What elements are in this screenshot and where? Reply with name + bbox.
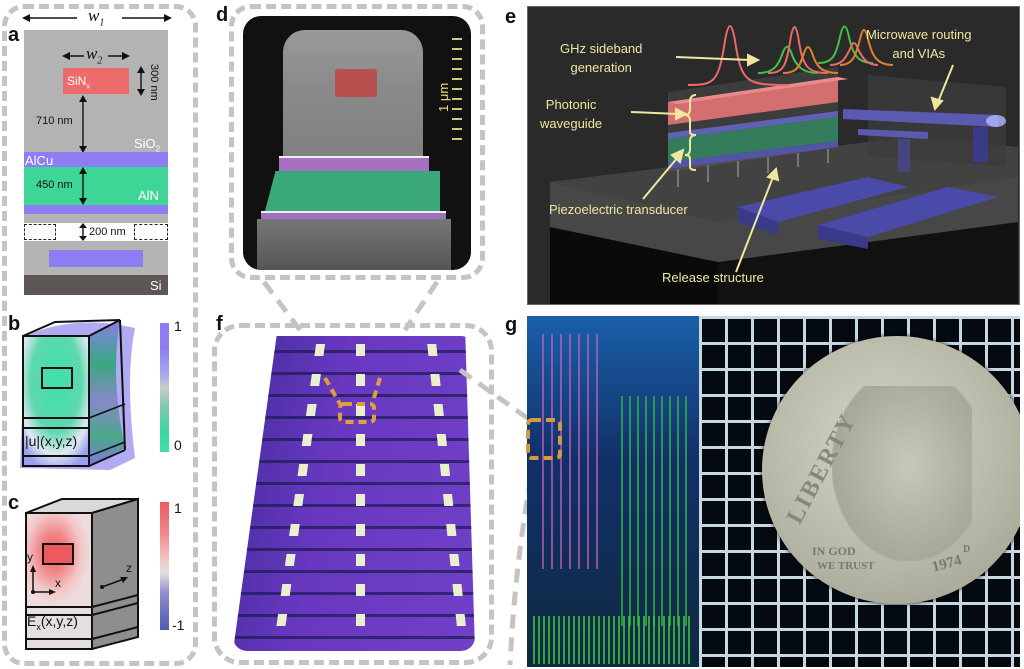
coin-motto-1: IN GOD [812, 544, 856, 558]
alcu-top-electrode [24, 152, 168, 167]
sem-alcu-bottom [261, 211, 446, 221]
displacement-field-label: |u|(x,y,z) [25, 433, 78, 449]
aln-thickness-arrow-icon [79, 167, 87, 205]
w2-arrow-icon [62, 52, 130, 60]
photonic-chip [527, 316, 699, 667]
chip-bottom-pads [533, 616, 693, 664]
sem-alcu-top [279, 156, 429, 173]
piezoelectric-transducer-label: Piezoelectric transducer [549, 202, 688, 217]
panel-d-letter: d [216, 4, 229, 26]
release-void-left [24, 224, 56, 240]
w2-label: w2 [86, 44, 103, 67]
panel-g-letter: g [505, 314, 518, 336]
bottom-metal-routing [49, 250, 143, 267]
device-3d-illustration [550, 25, 1018, 304]
sem-sinx-waveguide [335, 69, 377, 97]
chip-with-coin-photo: LIBERTY IN GOD WE TRUST 1974 D [527, 316, 1020, 667]
colorbar-b-max: 1 [174, 318, 182, 334]
chip-micrograph [233, 336, 475, 651]
sinx-waveguide [63, 68, 129, 94]
alcu-label: AlCu [25, 153, 54, 168]
acoustic-mode-simulation [20, 319, 135, 470]
displacement-colorbar [160, 323, 169, 452]
gap-arrow-icon [79, 95, 87, 153]
electric-field-label: Ex(x,y,z) [27, 613, 78, 632]
sem-substrate [257, 219, 451, 270]
panel-f-letter: f [216, 313, 223, 335]
coin-mint-mark: D [963, 544, 971, 555]
release-structure-label: Release structure [662, 270, 764, 285]
panel-d-frame [229, 4, 485, 280]
release-gap [24, 223, 168, 241]
dime-coin [762, 336, 1020, 604]
thickness-arrow-icon [137, 66, 145, 96]
release-gap-arrow-icon [79, 223, 87, 241]
electric-field-colorbar [160, 502, 169, 630]
aln-thickness-label: 450 nm [36, 179, 73, 191]
coin-portrait [832, 386, 972, 561]
si-label: Si [150, 278, 162, 293]
sem-device-upper [283, 30, 423, 175]
photonic-waveguide-label: Photonic waveguide [540, 97, 603, 131]
waveguide-electrode-gap-label: 710 nm [36, 115, 73, 127]
panel-a-letter: a [8, 24, 20, 46]
aln-label: AlN [138, 188, 159, 203]
w1-label: w1 [88, 6, 105, 29]
si-substrate [24, 275, 168, 295]
panel-b-letter: b [8, 313, 21, 335]
device-rendering: GHz sideband generation Photonic wavegui… [527, 6, 1020, 305]
colorbar-c-min: -1 [172, 617, 185, 633]
scale-bar-icon [452, 38, 462, 140]
colorbar-b-min: 0 [174, 437, 182, 453]
axis-x-label: x [55, 576, 61, 590]
sio2-label: SiO2 [134, 136, 161, 154]
panel-c-letter: c [8, 492, 20, 514]
chip-green-structures [615, 396, 690, 626]
release-gap-label: 200 nm [89, 226, 126, 238]
sem-aln-layer [265, 171, 440, 211]
colorbar-c-max: 1 [174, 500, 182, 516]
release-void-right [134, 224, 168, 240]
microwave-routing-label: Microwave routing and VIAs [866, 27, 972, 61]
sinx-label: SiNx [67, 74, 90, 91]
aln-layer [24, 167, 168, 205]
chip-waveguide-array [535, 334, 605, 569]
alcu-bottom-electrode [24, 205, 168, 214]
axis-z-label: z [126, 561, 132, 575]
sem-image [243, 16, 471, 270]
optical-mode-simulation [25, 497, 139, 651]
coin-motto-2: WE TRUST [817, 560, 875, 572]
axis-y-label: y [27, 550, 33, 564]
w1-arrow-icon [22, 14, 172, 22]
left-column-frame [2, 4, 198, 666]
sideband-label: GHz sideband generation [560, 41, 643, 75]
contact-pads-col2 [356, 344, 365, 644]
panel-f-frame [212, 323, 494, 665]
panel-e-letter: e [505, 6, 517, 28]
